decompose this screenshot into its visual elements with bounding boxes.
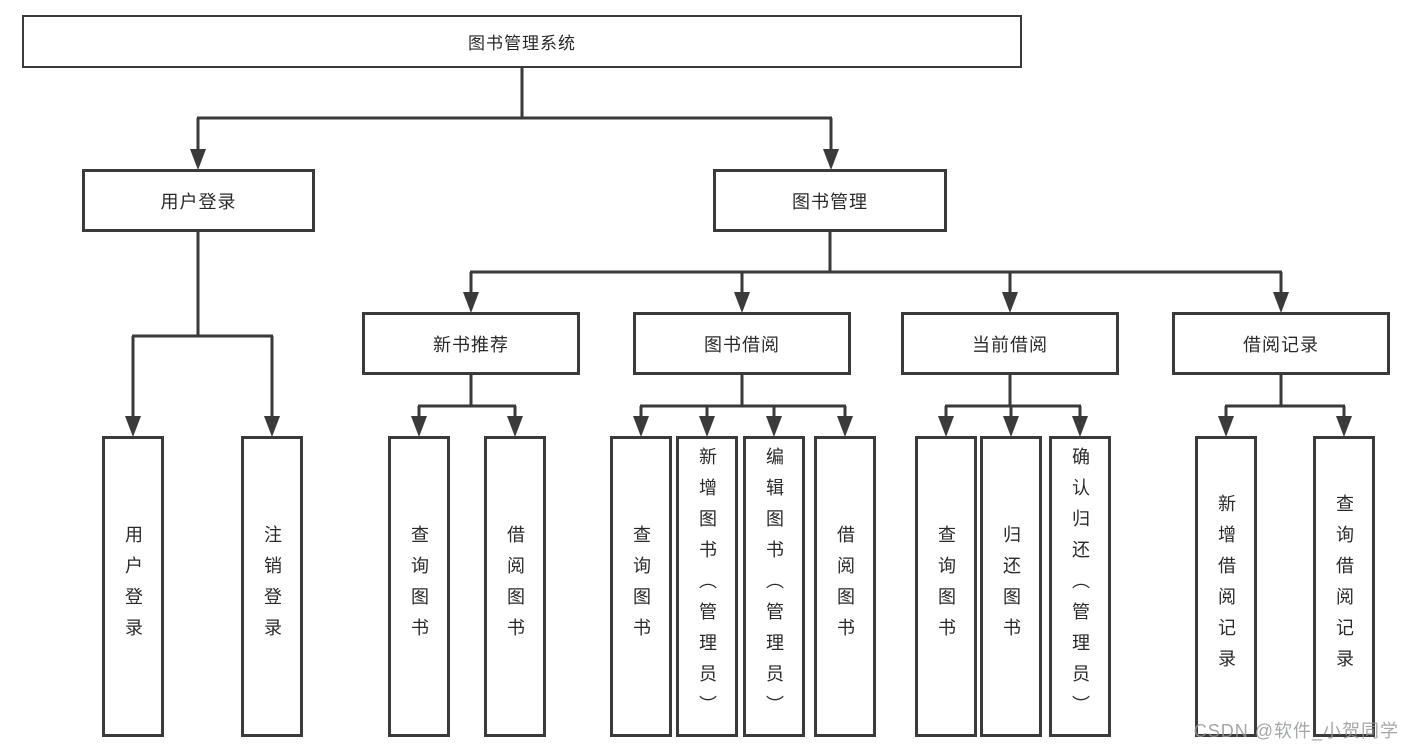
leaf-current-confirm-label: 确认归还（管理员） <box>1070 447 1090 726</box>
node-book-mgmt: 图书管理 <box>713 169 947 232</box>
leaf-borrow-edit-label: 编辑图书（管理员） <box>764 447 784 726</box>
leaf-borrow-add: 新增图书（管理员） <box>676 436 738 737</box>
leaf-borrow-query: 查询图书 <box>610 436 672 737</box>
node-user-login: 用户登录 <box>82 169 315 232</box>
leaf-logout: 注销登录 <box>241 436 303 737</box>
node-borrow-records: 借阅记录 <box>1172 312 1390 375</box>
leaf-records-add-label: 新增借阅记录 <box>1216 493 1236 680</box>
node-user-login-label: 用户登录 <box>160 191 237 212</box>
leaf-borrow-edit: 编辑图书（管理员） <box>743 436 805 737</box>
leaf-records-query-label: 查询借阅记录 <box>1334 493 1354 680</box>
leaf-current-query: 查询图书 <box>915 436 977 737</box>
node-book-borrow: 图书借阅 <box>633 312 851 375</box>
leaf-borrow-query-label: 查询图书 <box>631 524 651 649</box>
leaf-current-return: 归还图书 <box>980 436 1042 737</box>
node-book-borrow-label: 图书借阅 <box>704 334 780 355</box>
leaf-newbook-borrow-label: 借阅图书 <box>505 524 525 649</box>
leaf-records-query: 查询借阅记录 <box>1313 436 1375 737</box>
leaf-user-login-label: 用户登录 <box>123 524 143 649</box>
leaf-newbook-borrow: 借阅图书 <box>484 436 546 737</box>
leaf-borrow-borrow: 借阅图书 <box>814 436 876 737</box>
leaf-borrow-borrow-label: 借阅图书 <box>835 524 855 649</box>
connector-user-login <box>125 232 280 437</box>
node-root-label: 图书管理系统 <box>468 34 576 53</box>
leaf-newbook-query: 查询图书 <box>388 436 450 737</box>
leaf-current-confirm: 确认归还（管理员） <box>1049 436 1111 737</box>
node-current-borrow-label: 当前借阅 <box>972 334 1048 355</box>
leaf-borrow-add-label: 新增图书（管理员） <box>697 447 717 726</box>
connector-borrow-records <box>1218 374 1352 437</box>
connector-book-borrow <box>633 374 853 437</box>
csdn-watermark: CSDN @软件_小贺同学 <box>1193 721 1399 741</box>
leaf-newbook-query-label: 查询图书 <box>409 524 429 649</box>
leaf-current-query-label: 查询图书 <box>936 524 956 649</box>
leaf-logout-label: 注销登录 <box>262 524 282 649</box>
connector-book-mgmt <box>463 232 1289 313</box>
leaf-user-login: 用户登录 <box>102 436 164 737</box>
node-book-mgmt-label: 图书管理 <box>792 191 868 212</box>
leaf-current-return-label: 归还图书 <box>1001 524 1021 649</box>
connector-new-book-rec <box>411 374 523 437</box>
node-root: 图书管理系统 <box>22 15 1022 68</box>
node-current-borrow: 当前借阅 <box>901 312 1119 375</box>
node-borrow-records-label: 借阅记录 <box>1243 334 1319 355</box>
node-new-book-rec-label: 新书推荐 <box>433 334 509 355</box>
connector-root <box>190 67 839 170</box>
node-new-book-rec: 新书推荐 <box>362 312 580 375</box>
leaf-records-add: 新增借阅记录 <box>1195 436 1257 737</box>
connector-current-borrow <box>938 374 1088 437</box>
